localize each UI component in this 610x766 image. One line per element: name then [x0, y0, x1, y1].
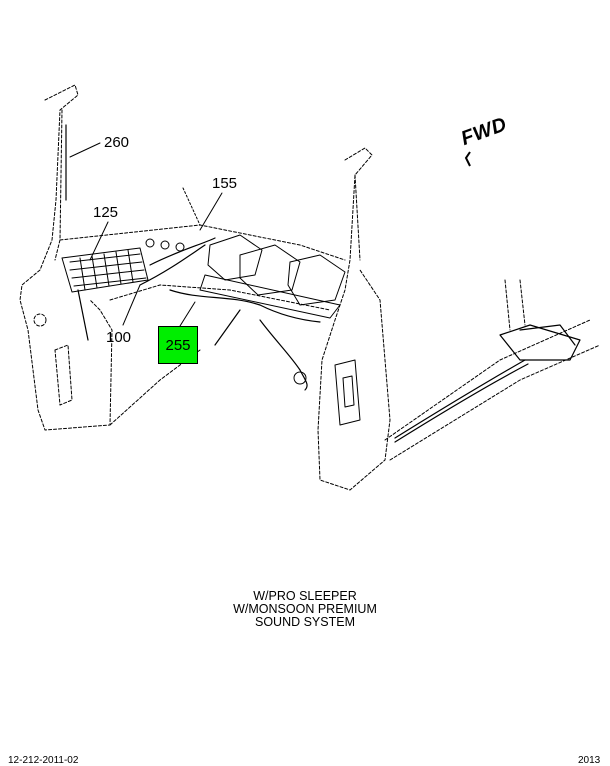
leader-125	[89, 221, 109, 261]
instrument-cluster	[199, 234, 346, 319]
leader-100	[122, 284, 141, 326]
floor-panel	[384, 279, 601, 461]
caption-line-2: W/MONSOON PREMIUM	[233, 602, 377, 616]
caption-line-1: W/PRO SLEEPER	[253, 589, 357, 603]
caption-line-3: SOUND SYSTEM	[254, 615, 355, 629]
callout-255-highlighted[interactable]: 255	[158, 326, 198, 364]
leader-155	[199, 192, 223, 231]
leader-lines	[69, 142, 223, 327]
right-cab-wall	[317, 147, 391, 491]
fuse-panel	[61, 247, 149, 293]
diagram-caption: W/PRO SLEEPER W/MONSOON PREMIUM SOUND SY…	[205, 590, 405, 629]
connectors	[145, 238, 361, 426]
leader-260	[69, 142, 101, 158]
callout-125: 125	[93, 204, 119, 221]
callout-100: 100	[106, 329, 132, 346]
callout-155: 155	[212, 175, 238, 192]
wire-harness	[65, 124, 581, 443]
dashboard-outline	[59, 224, 346, 426]
fwd-arrow-icon	[464, 151, 471, 167]
leader-255	[179, 301, 196, 327]
callout-260: 260	[104, 134, 130, 151]
